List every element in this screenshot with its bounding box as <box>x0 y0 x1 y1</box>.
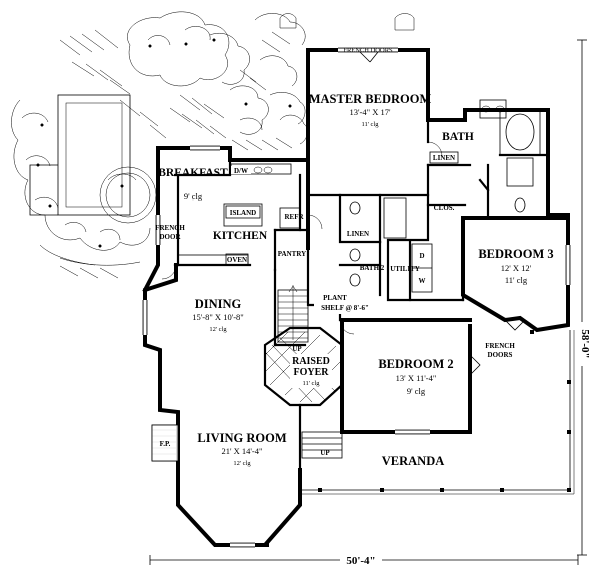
living-room-ceiling: 12' clg <box>233 460 251 467</box>
bedroom3-dims: 12' X 12' <box>501 263 532 273</box>
bath-linen-label: LINEN <box>433 154 455 162</box>
hall-linen-label: LINEN <box>347 230 369 238</box>
overall-dimensions: 50'-4" 58'-0" <box>149 39 591 567</box>
room-labels: MASTER BEDROOM 13'-4" X 17' 11' clg BATH… <box>158 92 553 468</box>
refrigerator-label: REFR <box>284 213 304 221</box>
french-door-label-line1: FRENCH <box>155 224 185 232</box>
living-room-name: LIVING ROOM <box>197 431 286 445</box>
bedroom2-ceiling: 9' clg <box>407 386 426 396</box>
french-doors-label-line2: DOORS <box>488 351 513 359</box>
patio <box>29 94 131 216</box>
french-doors-top-label: FRENCH DOORS <box>343 47 393 54</box>
french-doors-label-line1: FRENCH <box>485 342 515 350</box>
front-steps-up-label: UP <box>320 449 330 457</box>
interior-walls <box>173 109 550 472</box>
foyer-name-line1: RAISED <box>292 356 330 367</box>
master-bedroom-ceiling: 11' clg <box>362 121 380 128</box>
living-room-dims: 21' X 14'-4" <box>221 446 262 456</box>
foyer-ceiling: 11' clg <box>303 380 321 387</box>
bedroom3-ceiling: 11' clg <box>505 275 528 285</box>
bedroom2-dims: 13' X 11'-4" <box>396 373 437 383</box>
dining-dims: 15'-8" X 10'-8" <box>192 312 244 322</box>
bedroom3-name: BEDROOM 3 <box>478 247 553 261</box>
bedroom2-name: BEDROOM 2 <box>378 357 453 371</box>
foyer-name-line2: FOYER <box>294 367 330 378</box>
french-door-label-line2: DOOR <box>160 233 182 241</box>
pantry-label: PANTRY <box>278 250 306 258</box>
depth-dimension: 58'-0" <box>579 329 591 358</box>
closet-label: CLOS. <box>434 204 455 212</box>
landscaping-trees <box>11 11 415 279</box>
dishwasher-label: D/W <box>234 167 248 175</box>
fireplace <box>151 424 179 462</box>
dryer-label: D <box>419 252 424 260</box>
breakfast-name: BREAKFAST <box>158 167 228 179</box>
washer-label: W <box>419 277 426 285</box>
lawn-hatch <box>59 29 293 279</box>
bath2-label: BATH 2 <box>360 264 385 272</box>
plant-shelf-label-line1: PLANT <box>323 294 347 302</box>
fireplace-label: F.P. <box>160 440 171 448</box>
kitchen-name: KITCHEN <box>213 230 268 242</box>
foyer-stairs-up-label: UP <box>292 345 302 353</box>
breakfast-ceiling: 9' clg <box>184 191 203 201</box>
utility-label: UTILITY <box>390 265 420 273</box>
plant-shelf-label-line2: SHELF @ 8'-6" <box>321 304 369 312</box>
dining-ceiling: 12' clg <box>209 326 227 333</box>
bath-name: BATH <box>442 131 474 143</box>
master-bedroom-name: MASTER BEDROOM <box>309 92 432 106</box>
fixture-labels: FRENCH DOORS LINEN D/W ISLAND REFR CLOS.… <box>155 47 515 457</box>
veranda-name: VERANDA <box>382 454 445 468</box>
dining-name: DINING <box>195 297 242 311</box>
oven-label: OVEN <box>227 256 247 264</box>
island-label: ISLAND <box>230 209 256 217</box>
width-dimension: 50'-4" <box>346 555 375 567</box>
master-bedroom-dims: 13'-4" X 17' <box>349 107 390 117</box>
